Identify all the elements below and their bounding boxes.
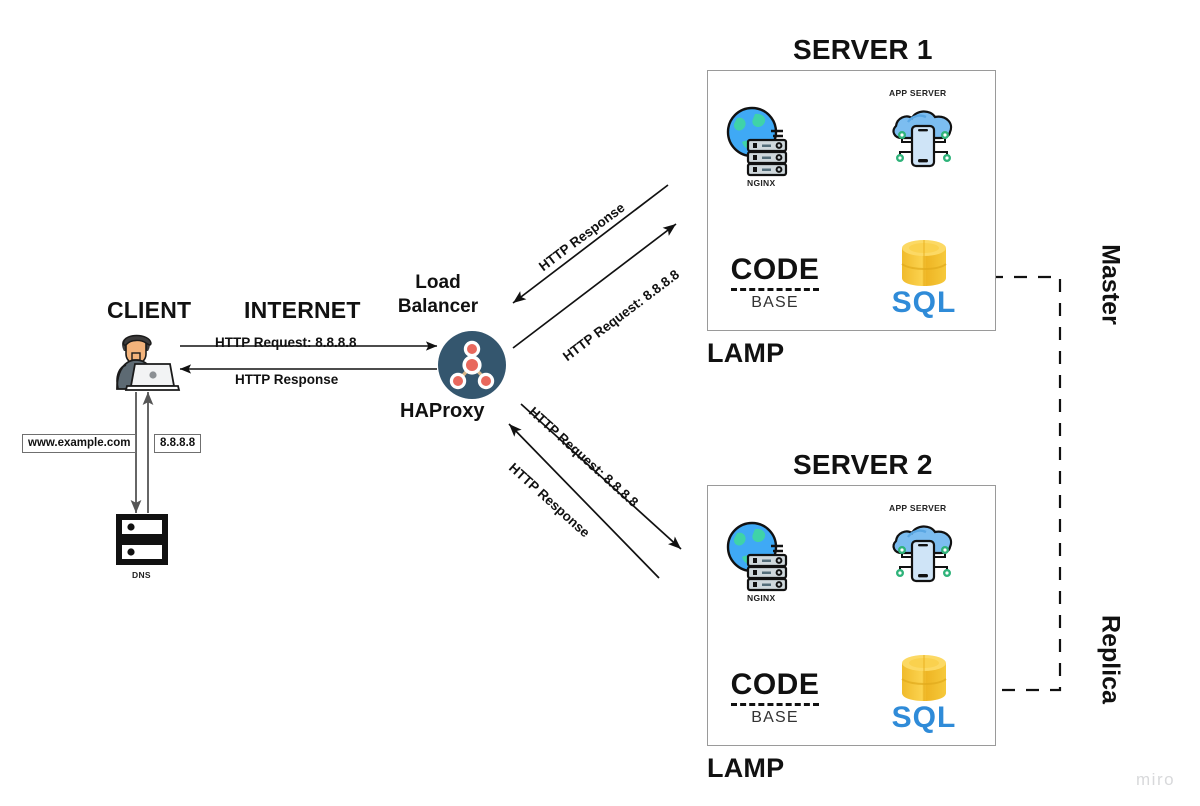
server-1-nginx-label: NGINX	[747, 178, 776, 188]
server-2-stack-label: LAMP	[707, 753, 785, 783]
database-cylinder-icon	[901, 240, 947, 286]
ip-chip: 8.8.8.8	[154, 434, 202, 454]
server-2-codebase: CODE BASE	[720, 670, 830, 727]
server-1-app-server-label: APP SERVER	[889, 88, 947, 98]
internet-title: INTERNET	[244, 297, 361, 323]
client-title: CLIENT	[107, 297, 192, 323]
globe-server-rack-icon	[726, 521, 788, 592]
database-cylinder-icon	[901, 655, 947, 701]
server-1-base-label: BASE	[751, 294, 799, 311]
internet-request-label: HTTP Request: 8.8.8.8	[215, 335, 357, 350]
server-2-title: SERVER 2	[793, 449, 933, 480]
server-2-app-server-label: APP SERVER	[889, 503, 947, 513]
server-2-db-label: SQL	[891, 701, 957, 734]
server-2-nginx-label: NGINX	[747, 593, 776, 603]
replica-label: Replica	[1096, 615, 1125, 704]
person-with-laptop-icon	[116, 334, 181, 391]
miro-watermark: miro	[1136, 770, 1176, 789]
globe-server-rack-icon	[726, 106, 788, 177]
load-balancer-title-line1: Load	[415, 272, 461, 293]
server-2-base-label: BASE	[751, 709, 799, 726]
server-1-db-label: SQL	[891, 286, 957, 319]
load-balancer-title-line2: Balancer	[397, 295, 479, 317]
haproxy-label: HAProxy	[400, 400, 485, 422]
load-balancer-title: Load Balancer	[388, 271, 488, 319]
server-1-title: SERVER 1	[793, 34, 933, 65]
dns-label: DNS	[132, 570, 151, 580]
master-label: Master	[1096, 244, 1125, 325]
internet-response-label: HTTP Response	[235, 372, 339, 387]
server-2-code-label: CODE	[730, 670, 820, 706]
server-1-stack-label: LAMP	[707, 338, 785, 368]
cloud-mobile-circuit-icon	[892, 110, 953, 168]
cloud-mobile-circuit-icon	[892, 525, 953, 583]
domain-chip: www.example.com	[22, 434, 137, 454]
server-1-code-label: CODE	[730, 255, 820, 291]
network-nodes-icon[interactable]	[437, 330, 507, 400]
server-1-codebase: CODE BASE	[720, 255, 830, 312]
dns-server-icon	[116, 514, 168, 565]
